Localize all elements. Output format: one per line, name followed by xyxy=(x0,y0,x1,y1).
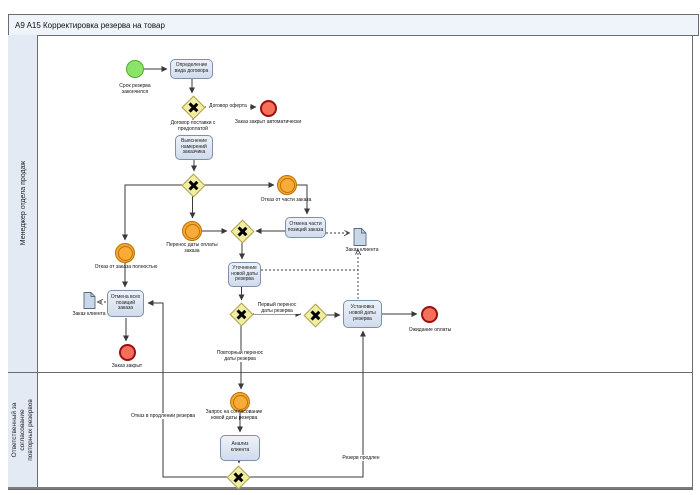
label-evt-request: Запрос на согласование новой даты резерв… xyxy=(205,409,263,421)
lane-label-sales-manager: Менеджер отдела продаж xyxy=(19,160,27,246)
event-inner-ring xyxy=(117,245,133,261)
xor-marker-icon xyxy=(303,303,327,327)
diagram-title: A9 A15 Корректировка резерва на товар xyxy=(15,20,165,30)
label-doc-top: Заказ клиента xyxy=(345,247,379,253)
lane-label-reserve-approver: Ответственный за согласование повторных … xyxy=(10,399,35,461)
task-label: Определение вида договора xyxy=(174,62,209,74)
xor-marker-icon xyxy=(229,302,253,326)
task-define-contract-type[interactable]: Определение вида договора xyxy=(170,59,213,79)
xor-marker-icon xyxy=(230,219,254,243)
task-label: Отмена всех позиций заказа xyxy=(110,293,141,312)
xor-gateway-merge-setdate[interactable] xyxy=(303,303,328,328)
task-label: Уточнение новой даты резерва xyxy=(231,264,258,283)
event-inner-ring xyxy=(184,223,200,239)
xor-marker-icon xyxy=(226,465,250,489)
label-end-closed: Заказ закрыт xyxy=(111,363,143,369)
label-flow-offer: Договор оферта xyxy=(206,103,250,109)
xor-gateway-approval-result[interactable] xyxy=(226,465,251,490)
label-flow-refuse-extend: Отказ в продлении резерва xyxy=(123,413,203,419)
label-end-wait: Ожидание оплаты xyxy=(408,327,452,333)
label-evt-refuse-full: Отказ от заказа полностью xyxy=(94,264,158,270)
xor-gateway-transfer-type[interactable] xyxy=(229,302,254,327)
intermediate-event-refuse-part[interactable] xyxy=(277,175,297,195)
task-label: Анализ клиента xyxy=(230,441,250,453)
end-event-order-closed[interactable] xyxy=(118,343,136,361)
intermediate-event-approval-request[interactable] xyxy=(230,392,250,412)
lane-header-strip xyxy=(8,35,38,488)
label-flow-extended: Резерв продлен xyxy=(336,455,386,461)
xor-marker-icon xyxy=(181,173,205,197)
xor-gateway-client-decision[interactable] xyxy=(181,173,206,198)
document-icon[interactable] xyxy=(83,292,96,314)
label-doc-left: Заказ клиента xyxy=(72,311,106,317)
label-flow-repeat-transfer: Повторный перенос даты резерва xyxy=(215,350,265,362)
task-clarify-intentions[interactable]: Выяснение намерений заказчика xyxy=(175,135,213,160)
xor-gateway-contract-type[interactable] xyxy=(181,95,206,120)
task-set-new-reserve-date[interactable]: Установка новой даты резерва xyxy=(343,300,382,328)
xor-marker-icon xyxy=(181,95,205,119)
xor-gateway-merge[interactable] xyxy=(230,219,255,244)
event-inner-ring xyxy=(232,394,248,410)
label-end-auto: Заказ закрыт автоматически xyxy=(234,119,302,125)
document-icon[interactable] xyxy=(353,228,367,251)
event-inner-ring xyxy=(279,177,295,193)
task-cancel-all-positions[interactable]: Отмена всех позиций заказа xyxy=(107,290,144,317)
label-evt-payment-transfer: Перенос даты оплаты заказа xyxy=(166,242,218,254)
lane-divider xyxy=(8,372,692,373)
task-cancel-part-positions[interactable]: Отмена части позиций заказа xyxy=(285,217,326,238)
task-analyze-client[interactable]: Анализ клиента xyxy=(220,435,260,461)
task-label: Установка новой даты резерва xyxy=(349,304,376,322)
task-label: Отмена части позиций заказа xyxy=(287,220,324,233)
task-clarify-new-reserve-date[interactable]: Уточнение новой даты резерва xyxy=(228,262,261,287)
label-flow-first-transfer: Первый перенос даты резерва xyxy=(254,302,300,314)
intermediate-event-payment-transfer[interactable] xyxy=(182,221,202,241)
label-start-event: Срок резерва закончился xyxy=(119,83,151,95)
start-event-reserve-expired[interactable] xyxy=(126,60,144,78)
pool-bottom-border xyxy=(8,487,692,489)
label-flow-prepaid: Договор поставки с предоплатой xyxy=(168,120,218,132)
label-evt-refuse-part: Отказ от части заказа xyxy=(260,197,312,203)
intermediate-event-refuse-full[interactable] xyxy=(115,243,135,263)
diagram-title-bar: A9 A15 Корректировка резерва на товар xyxy=(8,14,699,36)
end-event-await-payment[interactable] xyxy=(420,305,438,323)
task-label: Выяснение намерений заказчика xyxy=(180,137,207,156)
end-event-order-closed-auto[interactable] xyxy=(259,99,277,117)
